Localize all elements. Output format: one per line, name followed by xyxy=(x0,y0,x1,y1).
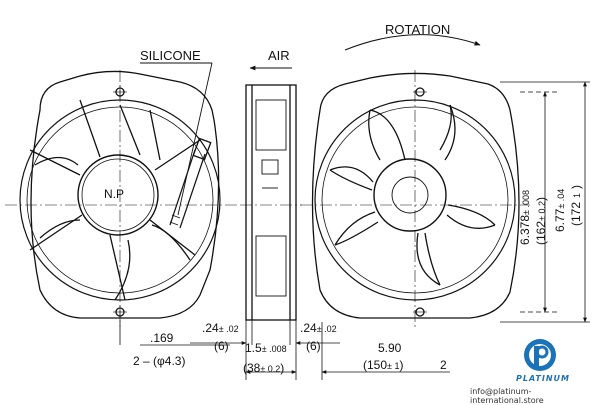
hole-spec-dim: 2 – (φ4.3) xyxy=(133,354,186,368)
depth-dim: 1.5± .008 xyxy=(245,341,287,355)
dimension-lines xyxy=(119,81,590,380)
brand-email: info@platinum-international.store xyxy=(470,387,544,405)
brand-name: PLATINUM xyxy=(516,374,570,383)
depth-mm-dim: (38± 0.2) xyxy=(243,361,285,375)
fan-back-view xyxy=(5,70,240,330)
height-dim-2: 6.77± .04 xyxy=(553,188,567,232)
width-dim: 5.90 xyxy=(378,341,402,355)
thk-left-dim: .24± .02 xyxy=(202,321,239,335)
platinum-logo-mark xyxy=(524,339,556,371)
thk-right-mm: (6) xyxy=(306,339,321,353)
silicone-label: SILICONE xyxy=(140,48,201,63)
thk-left-mm: (6) xyxy=(214,339,229,353)
thk-right-dim: .24± .02 xyxy=(300,321,337,335)
rotation-label: ROTATION xyxy=(385,22,451,37)
height-dim-2-mm: (1721) xyxy=(569,184,583,226)
rotation-arrow xyxy=(344,34,481,51)
fan-side-view xyxy=(240,84,302,321)
silicone-leader xyxy=(140,62,213,216)
fan-front-view xyxy=(300,70,530,330)
cut-off-dim-digit: 2 xyxy=(440,358,447,372)
np-label: N.P xyxy=(104,187,125,201)
width-mm-dim: (150± 1) xyxy=(363,358,404,372)
height-dim-1: 6.378± .008 xyxy=(518,190,532,245)
air-label: AIR xyxy=(268,48,290,63)
height-dim-1-mm: (162± 0.2) xyxy=(534,197,548,245)
hole-spacing-dim: .169 xyxy=(150,331,174,345)
